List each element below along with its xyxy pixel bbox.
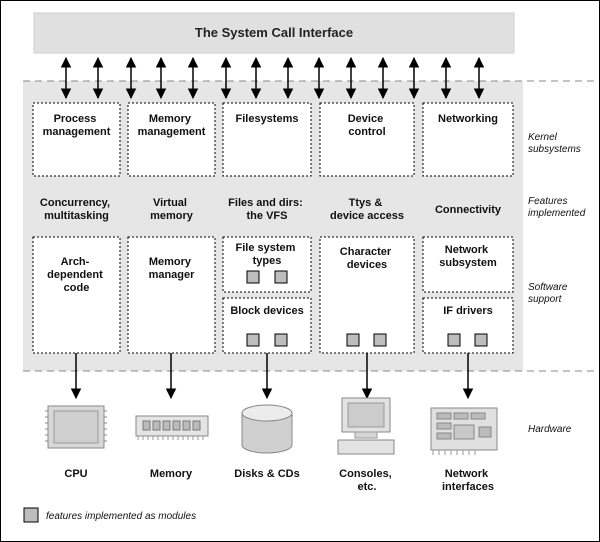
- software-support: Arch- dependent code Memory manager File…: [32, 236, 514, 354]
- module-square: [447, 333, 461, 347]
- kernel-subsystems: Process management Memory management Fil…: [32, 102, 514, 177]
- feature-device-access: Ttys & device access: [330, 197, 404, 222]
- module-square: [274, 270, 288, 284]
- support-character-devices: Character devices: [319, 236, 415, 354]
- legend: features implemented as modules: [23, 507, 196, 523]
- support-label: Block devices: [230, 305, 303, 317]
- hardware-labels: CPU Memory Disks & CDs Consoles, etc. Ne…: [64, 468, 494, 493]
- legend-text: features implemented as modules: [46, 511, 196, 522]
- module-square: [246, 333, 260, 347]
- feature-vfs: Files and dirs: the VFS: [228, 197, 306, 222]
- syscall-arrows: [60, 56, 485, 100]
- module-square: [274, 333, 288, 347]
- console-icon: [337, 397, 395, 455]
- support-arch-dependent-code: Arch- dependent code: [32, 236, 121, 354]
- support-block-devices: Block devices: [222, 297, 312, 354]
- hardware-label-network: Network interfaces: [442, 468, 494, 493]
- module-square: [246, 270, 260, 284]
- label-features-implemented: Features implemented: [528, 196, 586, 219]
- label-software-support: Software support: [528, 282, 570, 305]
- subsystem-process-management: Process management: [32, 102, 121, 177]
- hardware-label-memory: Memory: [150, 468, 193, 480]
- hardware-label-cpu: CPU: [64, 468, 87, 480]
- feature-connectivity: Connectivity: [435, 204, 502, 216]
- subsystem-memory-management: Memory management: [127, 102, 216, 177]
- support-if-drivers: IF drivers: [422, 297, 514, 354]
- subsystem-networking: Networking: [422, 102, 514, 177]
- subsystem-label: Process management: [43, 113, 111, 138]
- disk-icon: [241, 404, 293, 454]
- hardware-arrows: [70, 353, 474, 400]
- subsystem-label: Memory management: [138, 113, 206, 138]
- support-label: IF drivers: [443, 305, 493, 317]
- subsystem-label: Filesystems: [236, 113, 299, 125]
- support-label: Memory manager: [149, 256, 196, 281]
- hardware-label-consoles: Consoles, etc.: [339, 468, 395, 493]
- network-card-icon: [430, 407, 498, 455]
- memory-chip-icon: [135, 415, 209, 440]
- support-label: Character devices: [340, 246, 394, 271]
- hardware-label-disks: Disks & CDs: [234, 468, 299, 480]
- subsystem-filesystems: Filesystems: [222, 102, 312, 177]
- subsystem-label: Device control: [348, 113, 387, 138]
- cpu-icon: [45, 405, 107, 449]
- features-implemented: Concurrency, multitasking Virtual memory…: [40, 197, 502, 222]
- label-kernel-subsystems: Kernel subsystems: [528, 132, 581, 155]
- support-network-subsystem: Network subsystem: [422, 236, 514, 293]
- support-memory-manager: Memory manager: [127, 236, 216, 354]
- subsystem-device-control: Device control: [319, 102, 415, 177]
- right-labels: Kernel subsystems Features implemented S…: [528, 132, 586, 435]
- feature-virtual-memory: Virtual memory: [150, 197, 194, 222]
- legend-module-square: [23, 507, 39, 523]
- subsystem-label: Networking: [438, 113, 498, 125]
- system-call-interface-label: The System Call Interface: [195, 25, 353, 40]
- module-square: [346, 333, 360, 347]
- label-hardware: Hardware: [528, 424, 572, 435]
- system-call-interface: The System Call Interface: [33, 12, 515, 54]
- support-label: Arch- dependent code: [47, 256, 106, 294]
- module-square: [373, 333, 387, 347]
- support-label: Network subsystem: [439, 244, 497, 269]
- module-square: [474, 333, 488, 347]
- support-label: File system types: [236, 242, 299, 267]
- feature-concurrency: Concurrency, multitasking: [40, 197, 113, 222]
- support-file-system-types: File system types: [222, 236, 312, 293]
